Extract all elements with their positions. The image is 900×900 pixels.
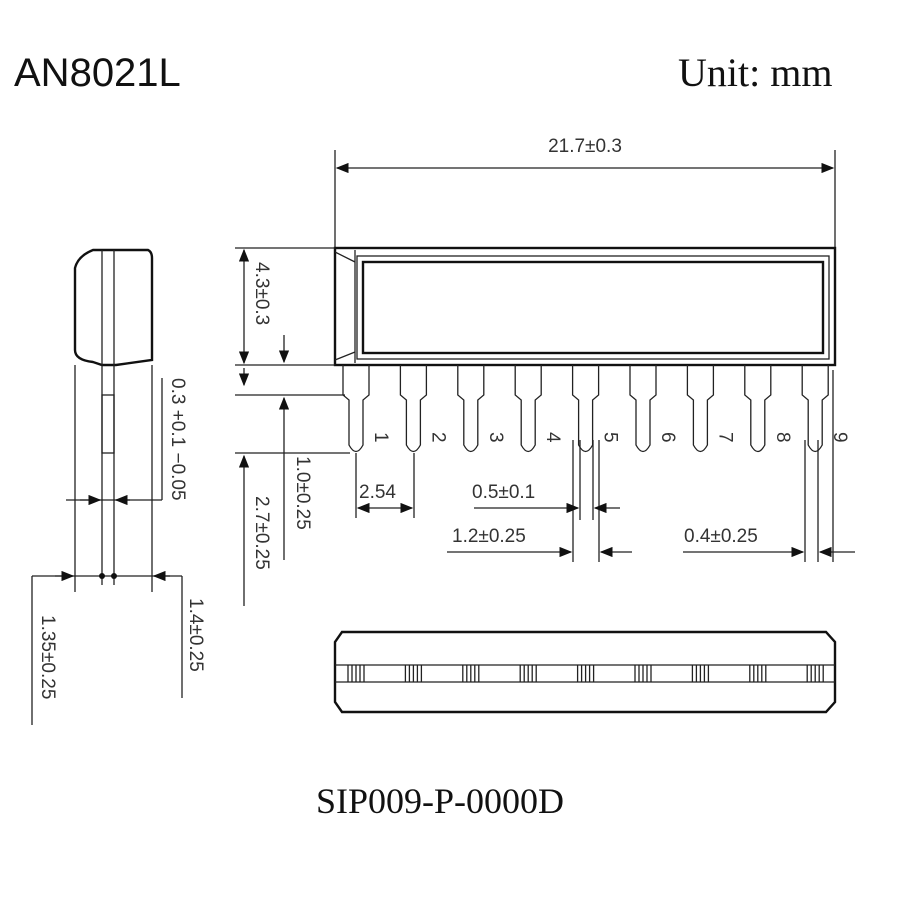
- pin-6: 6: [629, 365, 678, 453]
- side-right-label: 1.4±0.25: [185, 598, 206, 672]
- pin-label: 5: [600, 432, 621, 443]
- pin-label: 3: [485, 432, 506, 443]
- lead-length-label: 2.7±0.25: [251, 496, 272, 570]
- pin-8: 8: [744, 365, 793, 453]
- lead-root-width-label: 1.2±0.25: [452, 526, 526, 547]
- front-view-body: [333, 246, 837, 367]
- pin-label: 7: [714, 432, 735, 443]
- pin-label: 2: [427, 432, 448, 443]
- pin-label: 6: [657, 432, 678, 443]
- side-view: 0.3 +0.1 −0.05 1.35±0.25 1.4±0.25: [31, 248, 206, 725]
- pin-label: 1: [370, 432, 391, 443]
- pin-label: 8: [772, 432, 793, 443]
- pin-label: 4: [542, 432, 563, 443]
- pin-3: 3: [457, 365, 506, 453]
- pin-7: 7: [686, 365, 735, 453]
- pin-5: 5: [571, 365, 621, 453]
- side-left-label: 1.35±0.25: [37, 615, 58, 699]
- pitch-label: 2.54: [359, 482, 396, 503]
- pin-row: 1 2 3 4 5 6 7 8 9: [342, 365, 850, 453]
- length-dimension: 21.7±0.3: [334, 136, 836, 248]
- pin-2: 2: [399, 365, 448, 453]
- part-number-title: AN8021L: [14, 51, 181, 95]
- lead-thickness-label: 0.3 +0.1 −0.05: [167, 378, 188, 501]
- package-code: SIP009-P-0000D: [316, 781, 564, 821]
- unit-label: Unit: mm: [678, 50, 832, 95]
- pin-4: 4: [514, 365, 563, 453]
- end-offset-label: 0.4±0.25: [684, 526, 758, 547]
- lead-dimensions: 2.54 0.5±0.1 1.2±0.25 0.4±0.25: [355, 370, 855, 562]
- lead-shoulder-label: 1.0±0.25: [292, 456, 313, 530]
- pin-1: 1: [342, 365, 391, 453]
- pin-9: 9: [801, 365, 850, 453]
- height-dimensions: 4.3±0.3 1.0±0.25 2.7±0.25: [235, 247, 350, 606]
- lead-tip-width-label: 0.5±0.1: [472, 482, 535, 503]
- pin-label: 9: [829, 432, 850, 443]
- bottom-view: [333, 630, 837, 714]
- body-height-label: 4.3±0.3: [251, 262, 272, 325]
- length-label: 21.7±0.3: [548, 136, 622, 157]
